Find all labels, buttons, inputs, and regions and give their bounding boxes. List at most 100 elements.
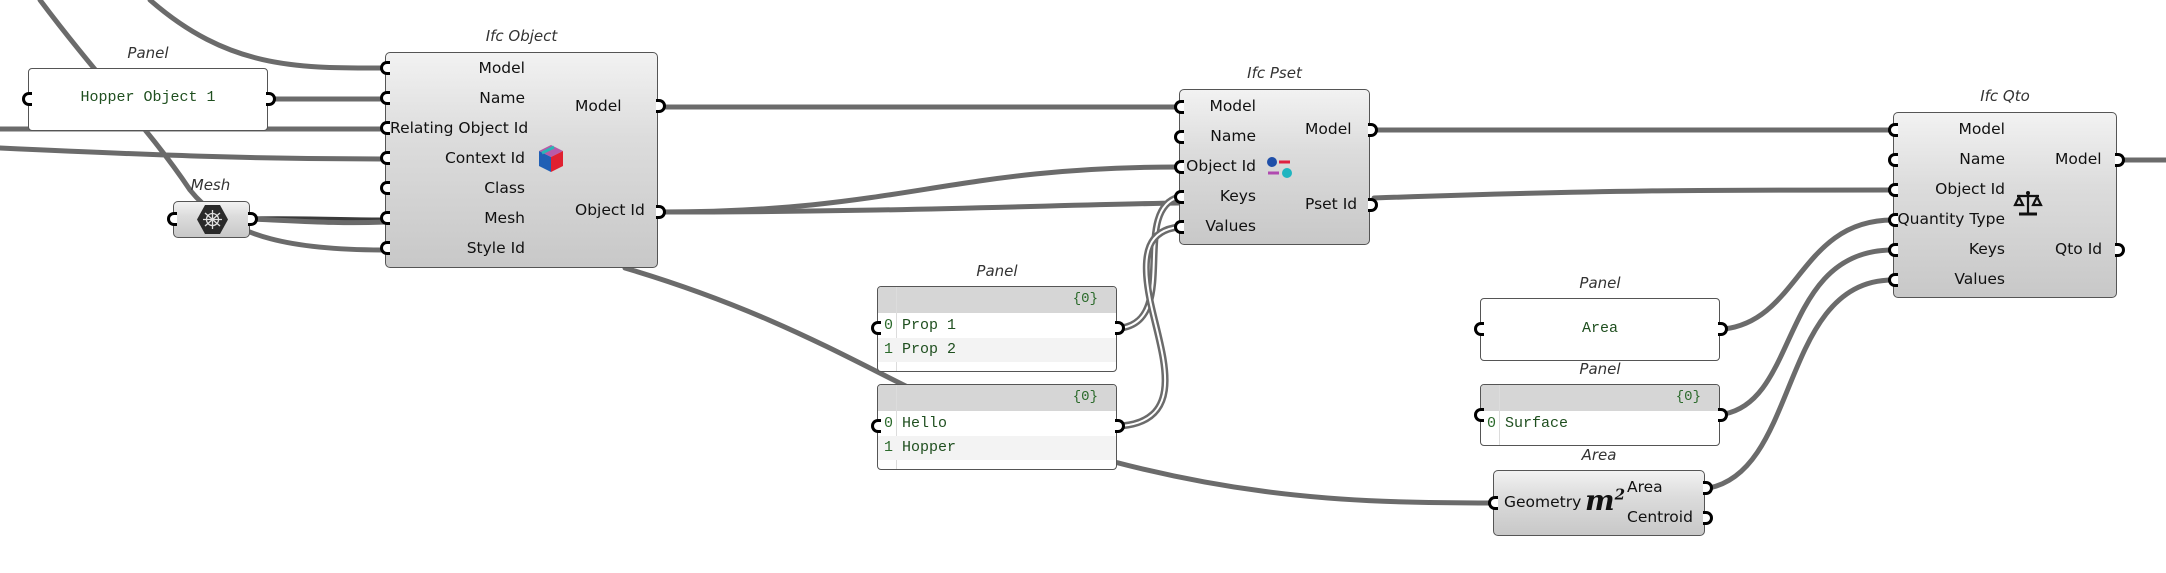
ifc-pset-input-object-id[interactable]: Object Id bbox=[1186, 157, 1256, 175]
pset-toggle-icon bbox=[1267, 157, 1292, 178]
m-squared-exp: 2 bbox=[1614, 485, 1626, 504]
wire-mesh-to-mesh-input-2[interactable] bbox=[249, 216, 388, 226]
panel-text: Area bbox=[1581, 320, 1618, 337]
ifc-qto-input-object-id[interactable]: Object Id bbox=[1935, 180, 2005, 198]
ifc-qto-output-model[interactable]: Model bbox=[2055, 150, 2102, 168]
ifc-pset-input-model[interactable]: Model bbox=[1209, 97, 1256, 115]
mesh-input-grip[interactable] bbox=[167, 212, 177, 226]
ifc-qto-input-keys[interactable]: Keys bbox=[1968, 240, 2005, 258]
area-text-panel[interactable]: Area bbox=[1480, 298, 1720, 361]
ifc-pset-output-model[interactable]: Model bbox=[1305, 120, 1352, 138]
item-index: 0 bbox=[884, 317, 894, 334]
ifc-pset-input-keys[interactable]: Keys bbox=[1219, 187, 1256, 205]
ifc-pset-grip-out-model[interactable] bbox=[1368, 123, 1378, 137]
ifc-pset-grip-out-pset-id[interactable] bbox=[1368, 198, 1378, 212]
ifc-pset-grip-values[interactable] bbox=[1174, 220, 1184, 234]
surface-panel-input-grip[interactable] bbox=[1474, 408, 1484, 422]
surface-panel-title: Panel bbox=[1579, 360, 1621, 378]
area-grip-out-centroid[interactable] bbox=[1703, 511, 1713, 525]
mesh-icon bbox=[197, 205, 228, 234]
ifc-object-input-name[interactable]: Name bbox=[479, 89, 525, 107]
ifc-object-grip-out-object-id[interactable] bbox=[656, 205, 666, 219]
values-panel-input-grip[interactable] bbox=[871, 419, 881, 433]
mesh-param[interactable] bbox=[173, 201, 250, 238]
values-panel-output-grip[interactable] bbox=[1115, 419, 1125, 433]
ifc-object-input-class[interactable]: Class bbox=[484, 179, 525, 197]
wire-pset-id-to-qto-object-id[interactable] bbox=[1371, 187, 1896, 201]
hopper-panel-output-grip[interactable] bbox=[266, 92, 276, 106]
ifc-pset-grip-model[interactable] bbox=[1174, 100, 1184, 114]
area-component[interactable] bbox=[1493, 470, 1705, 536]
wire-into-ifc-object-model[interactable] bbox=[147, 0, 388, 71]
ifc-object-input-mesh[interactable]: Mesh bbox=[484, 209, 525, 227]
ifc-object-grip-name[interactable] bbox=[380, 91, 390, 105]
ifc-qto-grip-model[interactable] bbox=[1888, 123, 1898, 137]
ifc-object-grip-class[interactable] bbox=[380, 181, 390, 195]
hopper-object-panel[interactable]: Hopper Object 1 bbox=[28, 68, 268, 131]
ifc-pset-grip-object-id[interactable] bbox=[1174, 160, 1184, 174]
ifc-pset-input-values[interactable]: Values bbox=[1205, 217, 1256, 235]
wire-area-output-to-qto-values[interactable] bbox=[1706, 277, 1896, 491]
keys-panel-title: Panel bbox=[976, 262, 1018, 280]
ifc-pset-component[interactable] bbox=[1179, 89, 1370, 245]
panel-header: {0} bbox=[1481, 385, 1719, 411]
ifc-pset-input-name[interactable]: Name bbox=[1210, 127, 1256, 145]
ifc-qto-grip-out-model[interactable] bbox=[2115, 153, 2125, 167]
item-index: 0 bbox=[1487, 415, 1497, 432]
ifc-qto-input-quantity-type[interactable]: Quantity Type bbox=[1897, 210, 2005, 228]
wire-object-id-to-pset-keys[interactable] bbox=[659, 200, 1182, 215]
item-index: 1 bbox=[884, 341, 894, 358]
ifc-qto-grip-keys[interactable] bbox=[1888, 243, 1898, 257]
ifc-object-input-model[interactable]: Model bbox=[478, 59, 525, 77]
ifc-object-grip-model[interactable] bbox=[380, 61, 390, 75]
keys-panel-input-grip[interactable] bbox=[871, 321, 881, 335]
ifc-object-output-object-id[interactable]: Object Id bbox=[575, 201, 645, 219]
area-output-centroid[interactable]: Centroid bbox=[1627, 508, 1693, 526]
area-panel-output-grip[interactable] bbox=[1718, 322, 1728, 336]
ifc-qto-input-model[interactable]: Model bbox=[1958, 120, 2005, 138]
wire-into-context-id[interactable] bbox=[0, 145, 388, 162]
ifc-object-component[interactable] bbox=[385, 52, 658, 268]
ifc-object-grip-style[interactable] bbox=[380, 241, 390, 255]
ifc-qto-grip-out-qto-id[interactable] bbox=[2115, 243, 2125, 257]
ifc-object-output-model[interactable]: Model bbox=[575, 97, 622, 115]
area-input-geometry[interactable]: Geometry bbox=[1504, 493, 1582, 511]
ifc-pset-output-pset-id[interactable]: Pset Id bbox=[1305, 195, 1358, 213]
hopper-panel-input-grip[interactable] bbox=[22, 92, 32, 106]
ifc-object-grip-relating[interactable] bbox=[380, 121, 390, 135]
area-output-area[interactable]: Area bbox=[1627, 478, 1663, 496]
ifc-object-grip-mesh[interactable] bbox=[380, 211, 390, 225]
ifc-pset-title: Ifc Pset bbox=[1247, 64, 1302, 82]
ifc-pset-grip-keys[interactable] bbox=[1174, 190, 1184, 204]
keys-panel-output-grip[interactable] bbox=[1115, 321, 1125, 335]
ifc-qto-grip-object-id[interactable] bbox=[1888, 183, 1898, 197]
ifc-qto-input-name[interactable]: Name bbox=[1959, 150, 2005, 168]
wire-into-ifc-object-style-id[interactable] bbox=[37, 0, 388, 253]
area-panel-input-grip[interactable] bbox=[1474, 322, 1484, 336]
ifc-qto-grip-quantity-type[interactable] bbox=[1888, 213, 1898, 227]
area-grip-out-area[interactable] bbox=[1703, 481, 1713, 495]
area-grip-geometry[interactable] bbox=[1488, 496, 1498, 510]
ifc-object-grip-out-model[interactable] bbox=[656, 99, 666, 113]
ifc-qto-output-qto-id[interactable]: Qto Id bbox=[2055, 240, 2103, 258]
ifc-object-input-style-id[interactable]: Style Id bbox=[466, 239, 525, 257]
ifc-qto-grip-name[interactable] bbox=[1888, 153, 1898, 167]
ifc-object-input-relating-object-id[interactable]: Relating Object Id bbox=[390, 119, 529, 137]
ifc-object-input-context-id[interactable]: Context Id bbox=[444, 149, 525, 167]
ifc-qto-grip-values[interactable] bbox=[1888, 273, 1898, 287]
ifc-pset-grip-name[interactable] bbox=[1174, 130, 1184, 144]
ifc-qto-component[interactable] bbox=[1893, 112, 2117, 298]
panel-header: {0} bbox=[878, 287, 1116, 313]
wire-surface-panel-to-qto-keys[interactable] bbox=[1721, 247, 1896, 417]
ifc-object-grip-context[interactable] bbox=[380, 151, 390, 165]
surface-panel-output-grip[interactable] bbox=[1718, 408, 1728, 422]
wire-area-panel-to-quantity-type[interactable] bbox=[1721, 217, 1896, 332]
mesh-output-grip[interactable] bbox=[248, 212, 258, 226]
ifc-qto-input-values[interactable]: Values bbox=[1954, 270, 2005, 288]
item-value: Hopper bbox=[902, 439, 957, 456]
